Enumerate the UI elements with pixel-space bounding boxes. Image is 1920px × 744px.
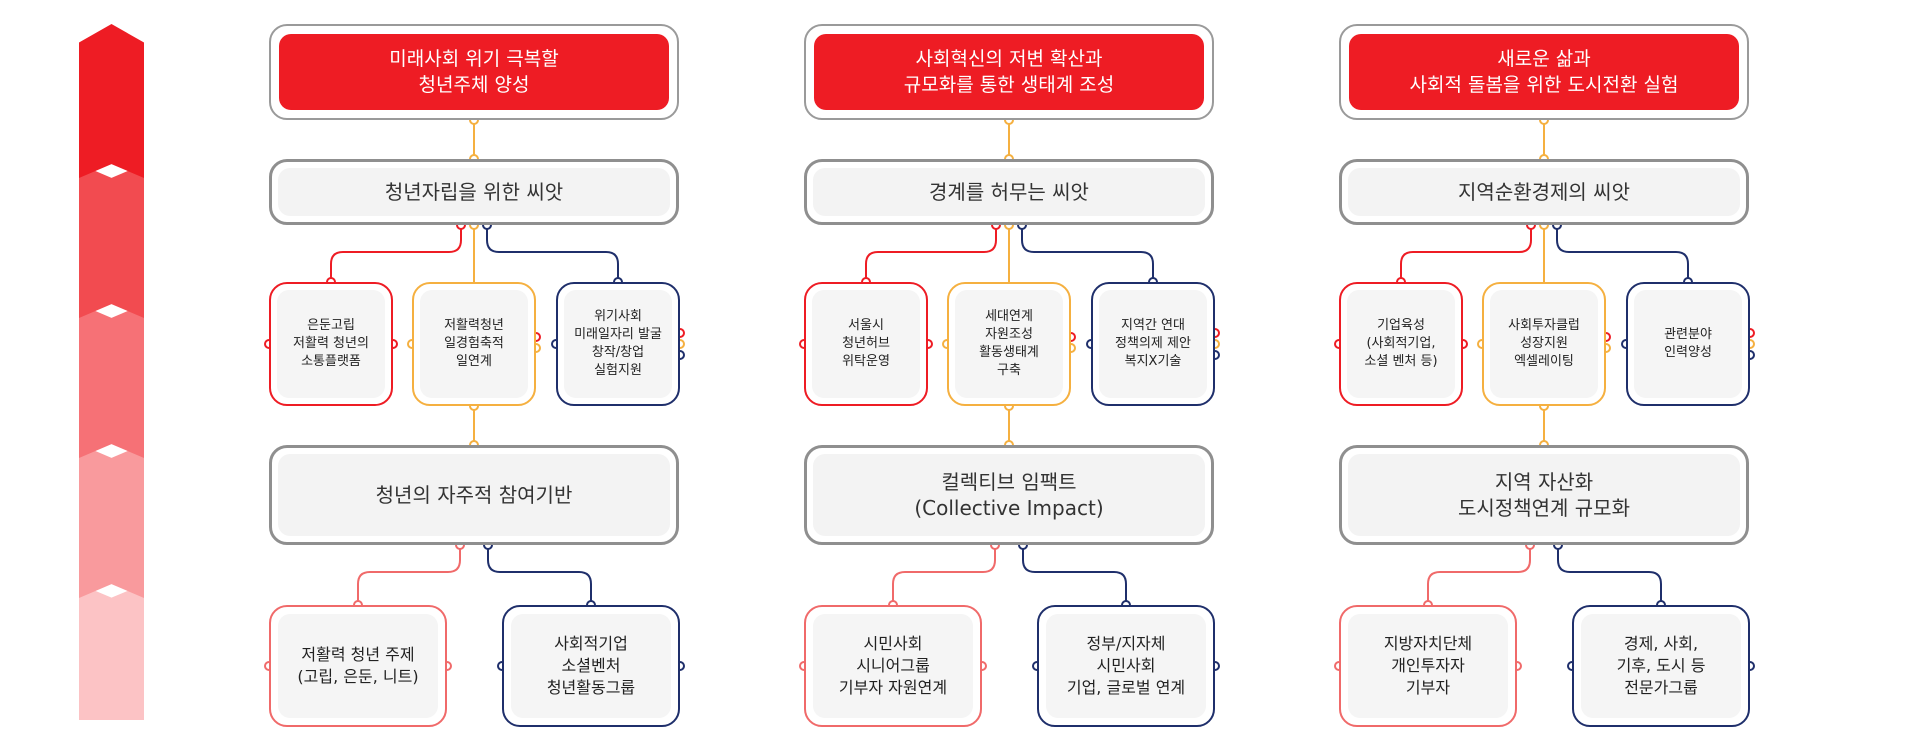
target-box-2-1: 시민사회 시니어그룹 기부자 자원연계 xyxy=(804,605,982,727)
content-text: 세대연계 자원조성 활동생태계 구축 xyxy=(955,290,1063,398)
content-text: 은둔고립 저활력 청년의 소통플랫폼 xyxy=(277,290,385,398)
content-box-2-1: 서울시 청년허브 위탁운영 xyxy=(804,282,928,406)
method-text: 컬렉티브 임팩트 (Collective Impact) xyxy=(813,454,1205,536)
connector-area-content-3 xyxy=(486,225,619,282)
area-box-3: 지역순환경제의 씨앗 xyxy=(1339,159,1749,225)
connector-method-target-2 xyxy=(1022,545,1127,605)
content-box-2-3: 지역간 연대 정책의제 제안 복지X기술 xyxy=(1091,282,1215,406)
content-box-1-1: 은둔고립 저활력 청년의 소통플랫폼 xyxy=(269,282,393,406)
method-box-1: 청년의 자주적 참여기반 xyxy=(269,445,679,545)
target-box-3-2: 경제, 사회, 기후, 도시 등 전문가그룹 xyxy=(1572,605,1750,727)
method-text: 지역 자산화 도시정책연계 규모화 xyxy=(1348,454,1740,536)
stage-target xyxy=(79,584,144,720)
target-box-1-2: 사회적기업 소셜벤처 청년활동그룹 xyxy=(502,605,680,727)
vision-text: 사회혁신의 저변 확산과 규모화를 통한 생태계 조성 xyxy=(814,34,1204,110)
method-box-3: 지역 자산화 도시정책연계 규모화 xyxy=(1339,445,1749,545)
content-box-3-3: 관련분야 인력양성 xyxy=(1626,282,1750,406)
method-text: 청년의 자주적 참여기반 xyxy=(278,454,670,536)
content-text: 기업육성 (사회적기업, 소셜 벤처 등) xyxy=(1347,290,1455,398)
content-box-3-2: 사회투자클럽 성장지원 엑셀레이팅 xyxy=(1482,282,1606,406)
content-box-1-2: 저활력청년 일경험축적 일연계 xyxy=(412,282,536,406)
target-text: 저활력 청년 주제 (고립, 은둔, 니트) xyxy=(278,614,438,718)
target-text: 정부/지자체 시민사회 기업, 글로벌 연계 xyxy=(1046,614,1206,718)
connector-area-content-1 xyxy=(330,225,462,282)
stage-content xyxy=(79,304,144,458)
target-text: 시민사회 시니어그룹 기부자 자원연계 xyxy=(813,614,973,718)
vision-box-1: 미래사회 위기 극복할 청년주체 양성 xyxy=(269,24,679,120)
content-text: 위기사회 미래일자리 발굴 창작/창업 실험지원 xyxy=(564,290,672,398)
stage-method xyxy=(79,444,144,598)
target-text: 지방자치단체 개인투자자 기부자 xyxy=(1348,614,1508,718)
connector-method-target-2 xyxy=(1557,545,1662,605)
connector-method-target-1 xyxy=(357,545,461,605)
vision-text: 새로운 삶과 사회적 돌봄을 위한 도시전환 실험 xyxy=(1349,34,1739,110)
connector-area-content-3 xyxy=(1556,225,1689,282)
stage-area xyxy=(79,164,144,318)
connector-method-target-2 xyxy=(487,545,592,605)
target-text: 경제, 사회, 기후, 도시 등 전문가그룹 xyxy=(1581,614,1741,718)
area-text: 청년자립을 위한 씨앗 xyxy=(278,168,670,216)
area-text: 지역순환경제의 씨앗 xyxy=(1348,168,1740,216)
stage-vision xyxy=(79,24,144,178)
connector-area-content-1 xyxy=(1400,225,1532,282)
connector-area-content-3 xyxy=(1021,225,1154,282)
vision-text: 미래사회 위기 극복할 청년주체 양성 xyxy=(279,34,669,110)
content-text: 관련분야 인력양성 xyxy=(1634,290,1742,398)
method-box-2: 컬렉티브 임팩트 (Collective Impact) xyxy=(804,445,1214,545)
vision-box-2: 사회혁신의 저변 확산과 규모화를 통한 생태계 조성 xyxy=(804,24,1214,120)
content-box-2-2: 세대연계 자원조성 활동생태계 구축 xyxy=(947,282,1071,406)
target-box-3-1: 지방자치단체 개인투자자 기부자 xyxy=(1339,605,1517,727)
area-box-1: 청년자립을 위한 씨앗 xyxy=(269,159,679,225)
area-text: 경계를 허무는 씨앗 xyxy=(813,168,1205,216)
content-box-3-1: 기업육성 (사회적기업, 소셜 벤처 등) xyxy=(1339,282,1463,406)
content-text: 사회투자클럽 성장지원 엑셀레이팅 xyxy=(1490,290,1598,398)
connector-area-content-1 xyxy=(865,225,997,282)
connector-method-target-1 xyxy=(892,545,996,605)
area-box-2: 경계를 허무는 씨앗 xyxy=(804,159,1214,225)
content-text: 저활력청년 일경험축적 일연계 xyxy=(420,290,528,398)
target-box-1-1: 저활력 청년 주제 (고립, 은둔, 니트) xyxy=(269,605,447,727)
vision-box-3: 새로운 삶과 사회적 돌봄을 위한 도시전환 실험 xyxy=(1339,24,1749,120)
content-text: 서울시 청년허브 위탁운영 xyxy=(812,290,920,398)
stage-arrow: 비전 영역 내용 방법 대상 xyxy=(79,24,144,720)
content-box-1-3: 위기사회 미래일자리 발굴 창작/창업 실험지원 xyxy=(556,282,680,406)
content-text: 지역간 연대 정책의제 제안 복지X기술 xyxy=(1099,290,1207,398)
target-box-2-2: 정부/지자체 시민사회 기업, 글로벌 연계 xyxy=(1037,605,1215,727)
target-text: 사회적기업 소셜벤처 청년활동그룹 xyxy=(511,614,671,718)
connector-method-target-1 xyxy=(1427,545,1531,605)
